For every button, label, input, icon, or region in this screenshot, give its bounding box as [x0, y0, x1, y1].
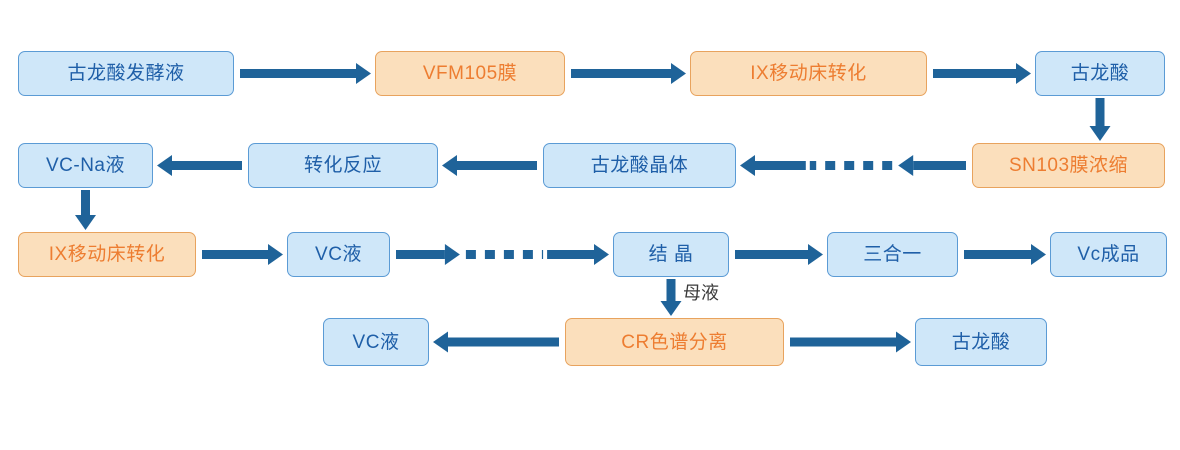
flow-node-n9[interactable]: IX移动床转化 — [18, 232, 196, 277]
flow-node-n14[interactable]: VC液 — [323, 318, 429, 366]
edge-sn103-to-crystal — [740, 155, 966, 176]
edge-vfm105-to-ix — [571, 63, 686, 84]
arrow-head — [442, 155, 457, 176]
flow-node-n6[interactable]: 古龙酸晶体 — [543, 143, 736, 188]
flow-node-n1[interactable]: 古龙酸发酵液 — [18, 51, 234, 96]
flow-node-label: 古龙酸 — [1070, 63, 1130, 84]
edge-conversion-to-vcna — [157, 155, 242, 176]
arrow-head — [594, 244, 609, 265]
flow-node-n13[interactable]: Vc成品 — [1050, 232, 1167, 277]
flow-node-label: VC-Na液 — [45, 155, 125, 176]
flow-node-label: VFM105膜 — [422, 63, 518, 84]
flow-node-label: CR色谱分离 — [621, 331, 728, 353]
arrow-head — [896, 331, 911, 353]
edge-cr-to-vc-liquid — [433, 331, 559, 353]
flow-node-n4[interactable]: 古龙酸 — [1035, 51, 1165, 96]
edge-vcna-to-ix2 — [75, 190, 96, 230]
arrow-head — [356, 63, 371, 84]
flow-node-label: 古龙酸晶体 — [590, 155, 689, 176]
flow-node-label: 古龙酸 — [951, 331, 1011, 353]
flow-node-n2[interactable]: VFM105膜 — [375, 51, 565, 96]
flow-node-n3[interactable]: IX移动床转化 — [690, 51, 927, 96]
edge-crystallization-to-cr — [660, 279, 682, 316]
flow-node-label: VC液 — [315, 244, 362, 265]
edge-label-mother-liquor: 母液 — [683, 283, 719, 303]
arrow-head — [1031, 244, 1046, 265]
edge-three-in-one-to-vc-product — [964, 244, 1046, 265]
flow-node-n11[interactable]: 结 晶 — [613, 232, 729, 277]
arrow-head — [660, 301, 682, 316]
edge-crystal-to-conversion — [442, 155, 537, 176]
arrow-head — [1089, 126, 1111, 141]
arrow-head — [444, 244, 460, 265]
flow-node-label: 结 晶 — [648, 244, 694, 265]
edge-fermentation-to-vfm105 — [240, 63, 371, 84]
edge-ix2-to-vc-liquid — [202, 244, 283, 265]
arrow-head — [157, 155, 172, 176]
arrow-head — [1016, 63, 1031, 84]
flow-node-label: VC液 — [352, 331, 400, 353]
edge-gulonic-acid-to-sn103 — [1089, 98, 1111, 141]
edge-vc-liquid-to-crystallization — [396, 244, 609, 265]
flow-node-label: 古龙酸发酵液 — [67, 63, 185, 84]
flow-node-n5[interactable]: SN103膜浓缩 — [972, 143, 1165, 188]
flow-node-label: IX移动床转化 — [48, 244, 166, 265]
arrow-head — [898, 155, 914, 176]
arrow-head — [740, 155, 755, 176]
flow-node-label: Vc成品 — [1077, 244, 1140, 265]
flow-node-label: IX移动床转化 — [750, 63, 867, 84]
flow-node-n15[interactable]: CR色谱分离 — [565, 318, 784, 366]
flow-node-n8[interactable]: VC-Na液 — [18, 143, 153, 188]
flow-node-label: SN103膜浓缩 — [1008, 155, 1129, 176]
arrow-head — [268, 244, 283, 265]
flow-node-n16[interactable]: 古龙酸 — [915, 318, 1047, 366]
edge-crystallization-to-three-in-one — [735, 244, 823, 265]
arrow-head — [808, 244, 823, 265]
arrow-head — [75, 215, 96, 230]
flow-node-label: 转化反应 — [303, 155, 382, 176]
arrow-head — [671, 63, 686, 84]
flow-node-n7[interactable]: 转化反应 — [248, 143, 438, 188]
flow-node-n12[interactable]: 三合一 — [827, 232, 958, 277]
flow-node-label: 三合一 — [863, 244, 922, 265]
arrow-head — [433, 331, 448, 353]
edge-ix-to-gulonic-acid — [933, 63, 1031, 84]
flow-node-n10[interactable]: VC液 — [287, 232, 390, 277]
edge-cr-to-gulonic-acid — [790, 331, 911, 353]
